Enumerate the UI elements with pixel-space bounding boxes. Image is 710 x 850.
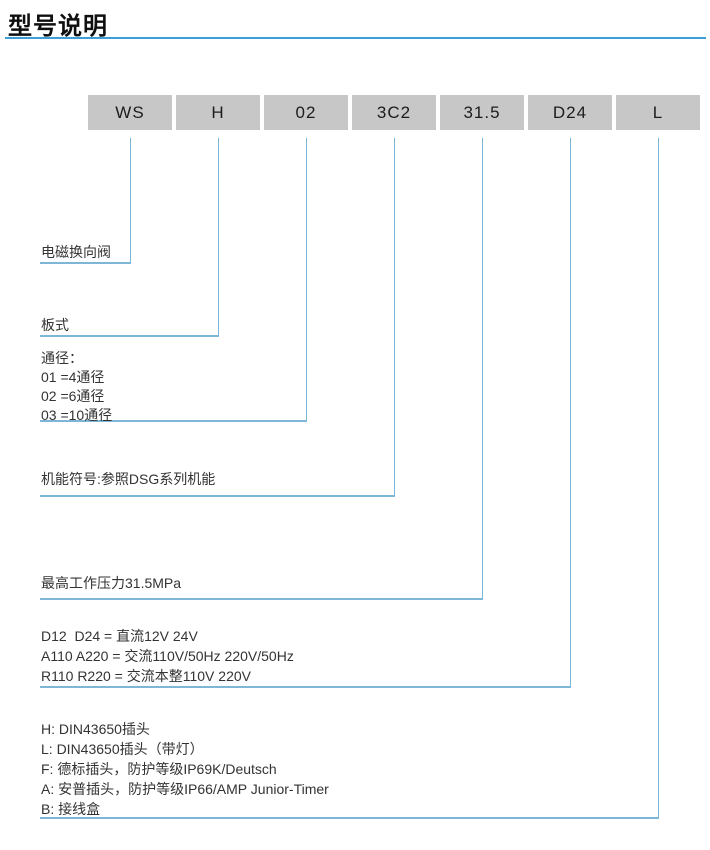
connector-hline-connector (40, 817, 659, 819)
connector-hline-series (40, 262, 131, 264)
connector-vline-connector (658, 138, 659, 819)
section-bore-line: 通径： (41, 350, 83, 366)
section-voltage-line: R110 R220 = 交流本整110V 220V (41, 668, 251, 684)
model-segment-box-function: 3C2 (352, 95, 436, 130)
section-connector-line: B: 接线盒 (41, 801, 101, 817)
section-pressure-line: 最高工作压力31.5MPa (41, 575, 182, 591)
page-title: 型号说明 (8, 13, 108, 40)
model-segment-box-voltage: D24 (528, 95, 612, 130)
section-voltage-line: A110 A220 = 交流110V/50Hz 220V/50Hz (41, 648, 294, 664)
connector-hline-mounting (40, 335, 219, 337)
connector-hline-pressure (40, 598, 483, 600)
section-connector-line: F: 德标插头，防护等级IP69K/Deutsch (41, 761, 277, 777)
model-segment-box-bore: 02 (264, 95, 348, 130)
section-voltage: D12 D24 = 直流12V 24V A110 A220 = 交流110V/5… (41, 626, 294, 686)
model-segment-box-pressure: 31.5 (440, 95, 524, 130)
section-mounting-line: 板式 (41, 317, 69, 333)
section-bore-line: 02 =6通径 (41, 388, 105, 404)
model-segment-box-series: WS (88, 95, 172, 130)
section-voltage-line: D12 D24 = 直流12V 24V (41, 628, 198, 644)
title-divider-rule (5, 37, 706, 39)
connector-hline-voltage (40, 686, 571, 688)
connector-vline-function (394, 138, 395, 497)
model-segment-box-mounting: H (176, 95, 260, 130)
connector-vline-bore (306, 138, 307, 422)
section-bore-line: 03 =10通径 (41, 407, 113, 423)
connector-vline-mounting (218, 138, 219, 337)
section-connector-line: L: DIN43650插头（带灯） (41, 741, 204, 757)
section-bore: 通径： 01 =4通径 02 =6通径 03 =10通径 (41, 349, 112, 425)
section-function: 机能符号:参照DSG系列机能 (41, 470, 215, 489)
connector-hline-bore (40, 420, 307, 422)
section-bore-line: 01 =4通径 (41, 369, 105, 385)
section-mounting: 板式 (41, 316, 69, 335)
connector-vline-pressure (482, 138, 483, 600)
section-connector-line: H: DIN43650插头 (41, 721, 150, 737)
section-pressure: 最高工作压力31.5MPa (41, 574, 181, 593)
section-series: 电磁换向阀 (41, 243, 111, 262)
section-connector-line: A: 安普插头，防护等级IP66/AMP Junior-Timer (41, 781, 329, 797)
section-connector: H: DIN43650插头 L: DIN43650插头（带灯） F: 德标插头，… (41, 719, 329, 819)
model-segment-box-connector: L (616, 95, 700, 130)
connector-hline-function (40, 495, 395, 497)
section-series-line: 电磁换向阀 (41, 244, 111, 260)
section-function-line: 机能符号:参照DSG系列机能 (41, 471, 216, 487)
connector-vline-series (130, 138, 131, 264)
connector-vline-voltage (570, 138, 571, 688)
